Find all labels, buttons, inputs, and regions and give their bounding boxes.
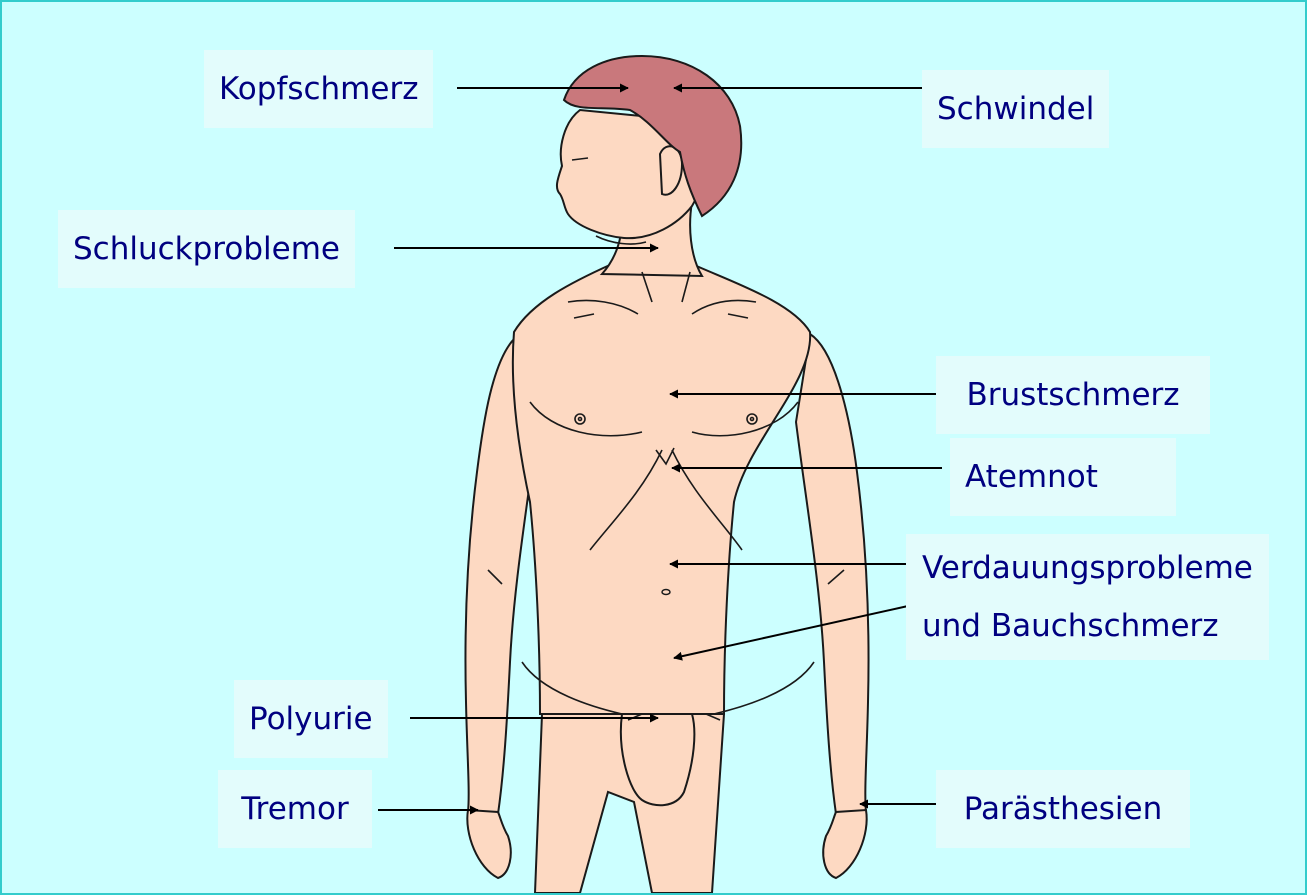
right-arm <box>796 334 869 814</box>
label-brustschmerz-text: Brustschmerz <box>951 375 1195 415</box>
label-tremor-text: Tremor <box>233 789 357 829</box>
label-verdauung-line1: Verdauungsprobleme <box>922 539 1253 597</box>
label-tremor: Tremor <box>218 770 372 848</box>
torso <box>513 264 810 714</box>
label-schwindel-text: Schwindel <box>937 89 1094 129</box>
label-schluckprobleme-text: Schluckprobleme <box>73 229 340 269</box>
label-brustschmerz: Brustschmerz <box>936 356 1210 434</box>
label-polyurie-text: Polyurie <box>249 699 373 739</box>
label-parasthesien: Parästhesien <box>936 770 1190 848</box>
label-kopfschmerz: Kopfschmerz <box>204 50 433 128</box>
label-verdauung-line2: und Bauchschmerz <box>922 597 1253 655</box>
label-verdauung: Verdauungsprobleme und Bauchschmerz <box>906 534 1269 660</box>
label-kopfschmerz-text: Kopfschmerz <box>219 69 418 109</box>
human-figure <box>465 56 868 893</box>
left-hand <box>467 810 510 878</box>
label-parasthesien-text: Parästhesien <box>951 789 1175 829</box>
label-schluckprobleme: Schluckprobleme <box>58 210 355 288</box>
label-atemnot: Atemnot <box>950 438 1176 516</box>
label-polyurie: Polyurie <box>234 680 388 758</box>
label-atemnot-text: Atemnot <box>965 457 1161 497</box>
label-schwindel: Schwindel <box>922 70 1109 148</box>
right-hand <box>823 810 866 878</box>
